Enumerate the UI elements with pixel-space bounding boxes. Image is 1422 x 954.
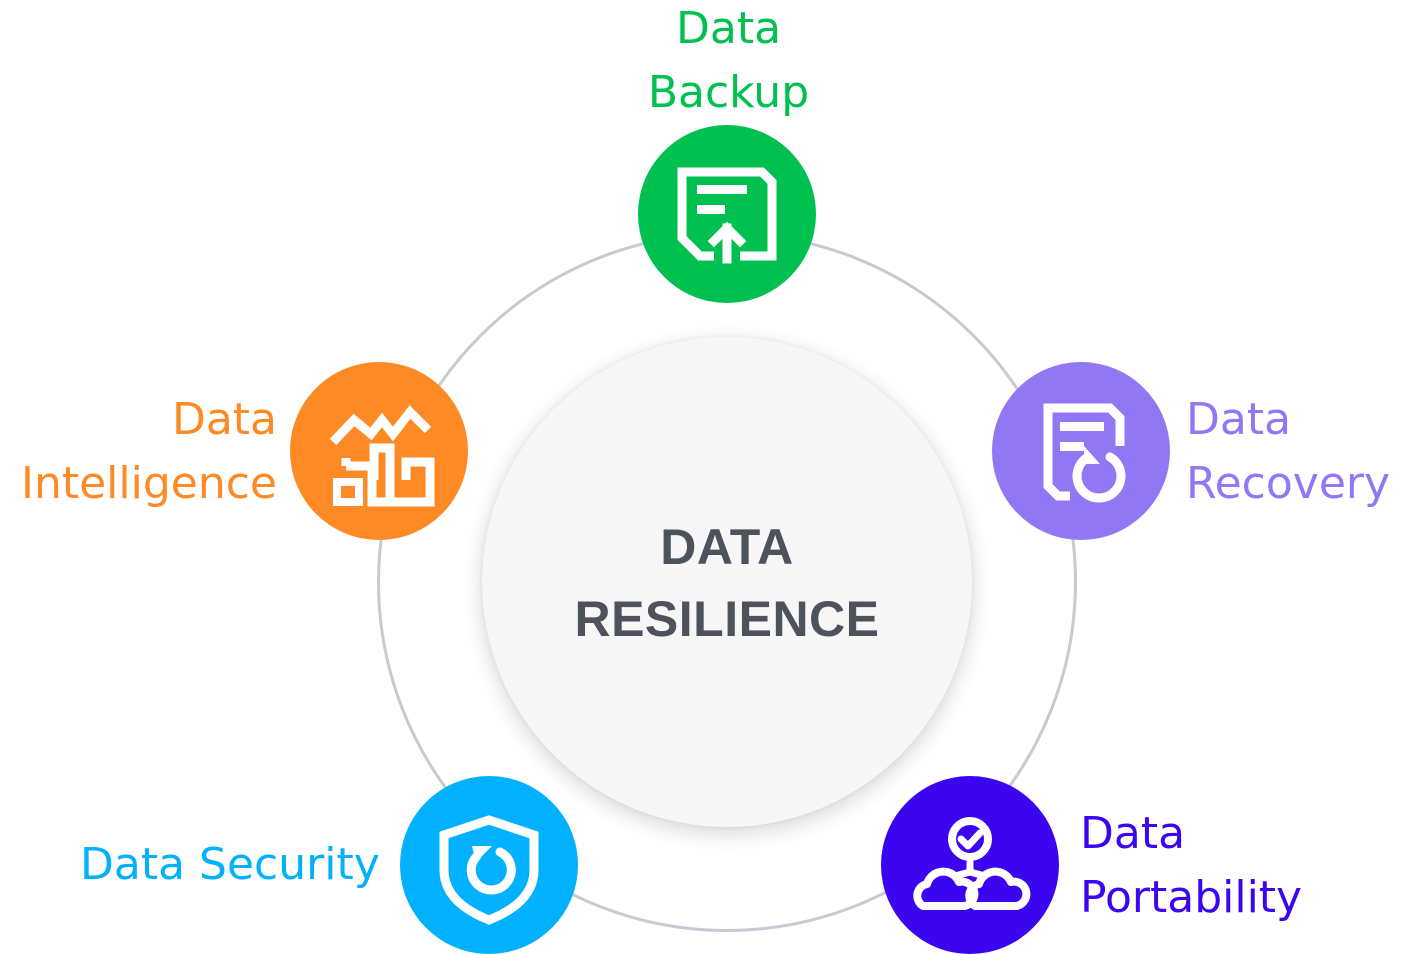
center-circle [482,337,972,827]
shield-restore-icon [439,815,539,925]
cloud-transfer-icon [913,817,1031,910]
center-title-line-2: RESILIENCE [574,591,880,647]
label-data-backup-line-2: Backup [647,67,810,118]
label-data-recovery-line-2: Recovery [1186,458,1391,509]
label-data-portability-line-2: Portability [1080,872,1303,923]
label-data-portability: Data Portability [1080,802,1302,930]
label-data-security: Data Security [80,833,380,897]
node-data-security[interactable] [400,776,578,954]
label-data-recovery: Data Recovery [1186,388,1390,516]
label-data-intelligence-line-1: Data [171,394,277,445]
label-data-portability-line-1: Data [1080,808,1186,859]
node-data-backup[interactable] [638,125,816,303]
node-data-portability[interactable] [881,776,1059,954]
node-data-recovery[interactable] [992,362,1170,540]
label-data-recovery-line-1: Data [1186,394,1292,445]
node-data-intelligence[interactable] [290,362,468,540]
analytics-chart-icon [329,405,435,507]
center-title-line-1: DATA [660,519,794,575]
label-data-intelligence-line-2: Intelligence [20,458,277,509]
label-data-backup: Data Backup [626,0,831,125]
label-data-intelligence: Data Intelligence [21,388,277,516]
save-upload-icon [677,167,777,264]
document-restore-icon [1043,403,1126,503]
label-data-backup-line-1: Data [675,3,782,54]
label-data-security-line-1: Data Security [80,839,380,890]
